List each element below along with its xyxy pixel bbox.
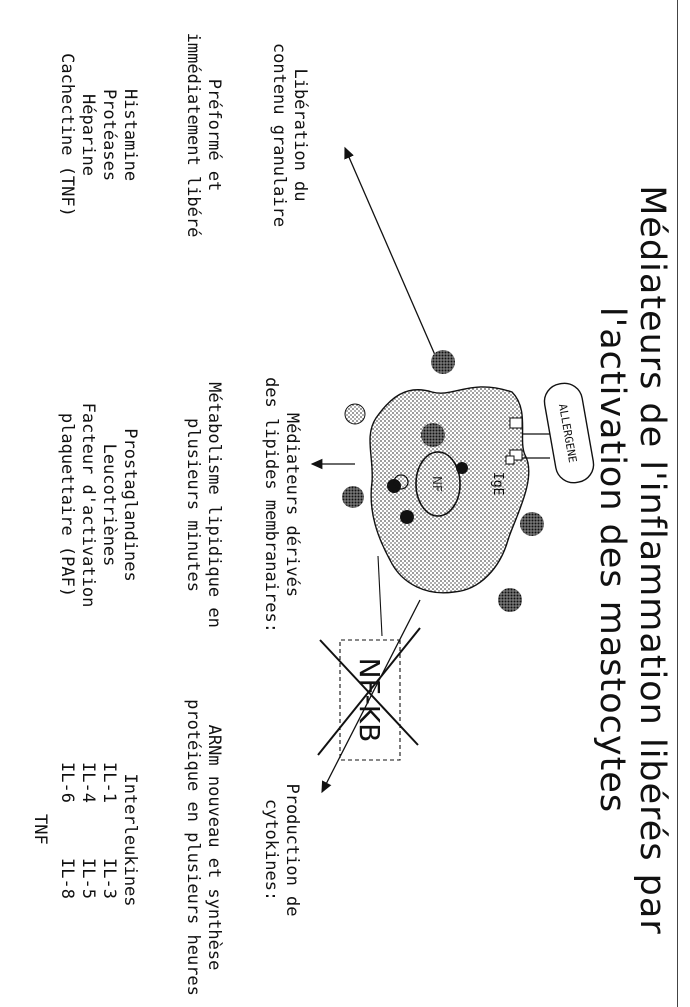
granule — [400, 510, 414, 524]
released-granule — [342, 486, 364, 508]
granule — [456, 462, 468, 474]
ige-receptor — [506, 456, 514, 464]
released-granule — [345, 404, 365, 424]
granule — [421, 423, 445, 447]
released-granule — [498, 588, 522, 612]
ige-label: IgE — [490, 472, 505, 495]
nucleus-label: NF — [430, 476, 444, 492]
nfkb-label: NF-KB — [353, 658, 386, 743]
released-granule — [520, 512, 544, 536]
ige-receptor — [510, 418, 522, 428]
arrow-to-granular — [345, 148, 435, 355]
released-granule — [431, 350, 455, 374]
